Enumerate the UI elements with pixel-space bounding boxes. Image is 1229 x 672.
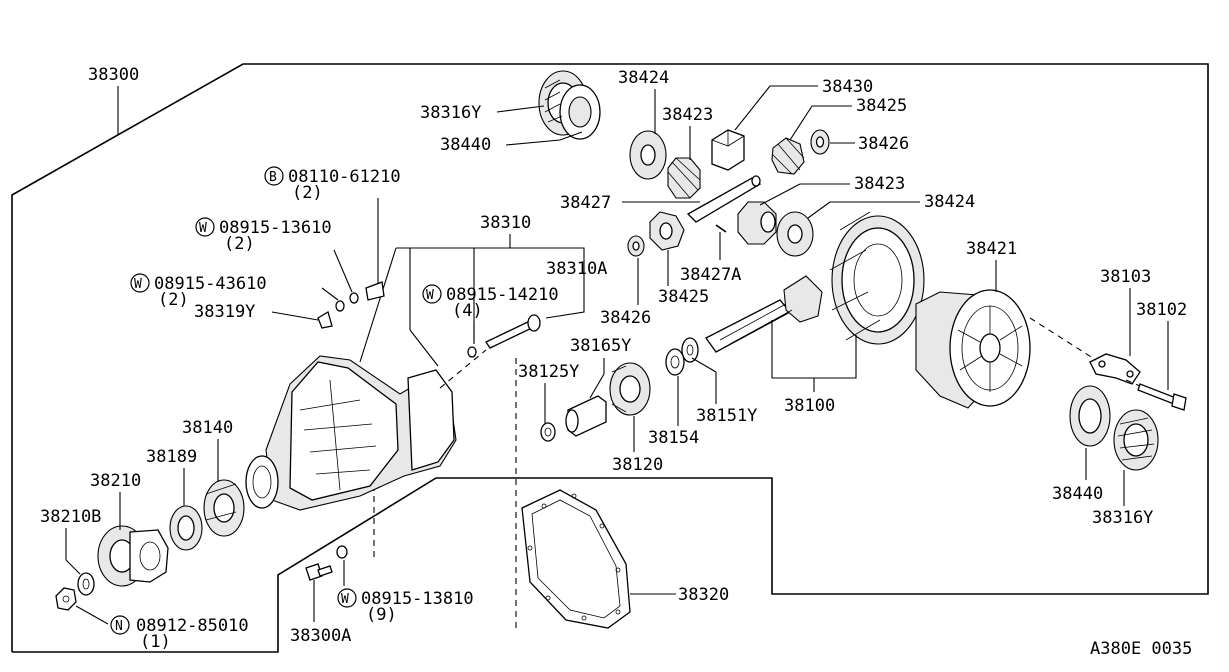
label-38310A: 38310A (546, 259, 607, 279)
callout-b08110: B 08110-61210 (2) (264, 166, 401, 203)
label-38426-right: 38426 (858, 134, 909, 154)
stud-bolt-38310A (485, 314, 541, 349)
label-38210: 38210 (90, 471, 141, 491)
oil-seal-38189 (169, 505, 203, 551)
label-38423-top: 38423 (662, 105, 713, 125)
label-38310-group: 38310 (359, 213, 585, 367)
label-38316Y-right: 38316Y (1092, 508, 1153, 528)
side-gear-38425-top (771, 137, 805, 175)
nut-08912 (55, 587, 77, 611)
label-38425-mid: 38425 (658, 287, 709, 307)
label-38424-top: 38424 (618, 68, 669, 88)
label-38210B: 38210B (40, 507, 101, 527)
label-38316Y-top: 38316Y (420, 103, 481, 123)
label-38440-right: 38440 (1052, 484, 1103, 504)
washer-38151Y (681, 337, 699, 363)
callout-b08110-prefix: B (269, 170, 277, 185)
callout-w08915-14210-prefix: W (426, 288, 434, 303)
callout-w08915-43610-part: 08915-43610 (154, 274, 267, 294)
washer-38125Y (540, 422, 556, 442)
washer-13810 (336, 545, 348, 559)
lock-pin-38427A (715, 224, 727, 233)
thrust-washer-38426-top (810, 129, 830, 155)
thrust-washer-38424-mid (776, 211, 814, 257)
label-38102: 38102 (1136, 300, 1187, 320)
bolt-38102 (1137, 383, 1187, 411)
callout-n08912-qty: (1) (140, 632, 171, 652)
label-38427: 38427 (560, 193, 611, 213)
callout-w08915-14210-qty: (4) (452, 301, 483, 321)
label-38151Y: 38151Y (696, 406, 757, 426)
label-38120: 38120 (612, 455, 663, 475)
spacer-block-38430 (711, 129, 745, 171)
label-38425-top: 38425 (856, 96, 907, 116)
callout-w08915-14210-part: 08915-14210 (446, 285, 559, 305)
label-38430: 38430 (822, 77, 873, 97)
callout-n08912-prefix: N (115, 619, 123, 634)
label-38300A: 38300A (290, 626, 351, 646)
pinion-shaft-38427 (686, 175, 762, 223)
callout-w08915-13610-qty: (2) (224, 234, 255, 254)
label-38440-top: 38440 (440, 135, 491, 155)
callout-n08912-part: 08912-85010 (136, 616, 249, 636)
rear-cover-gasket-38320 (521, 489, 631, 629)
callout-n08912: N 08912-85010 (1) (110, 615, 249, 652)
callout-w08915-43610-prefix: W (134, 277, 142, 292)
gear-carrier-housing (245, 355, 457, 511)
callout-w08915-13810: W 08915-13810 (9) (337, 588, 474, 625)
label-38421: 38421 (966, 239, 1017, 259)
callout-w08915-13610-prefix: W (199, 221, 207, 236)
label-38165Y: 38165Y (570, 336, 631, 356)
side-bearing-right (1069, 385, 1159, 471)
bracket-38103 (1089, 353, 1141, 385)
thrust-washer-38424-top (629, 130, 667, 180)
pinion-mate-gear-38423-mid (737, 201, 777, 245)
label-38140: 38140 (182, 418, 233, 438)
label-38103: 38103 (1100, 267, 1151, 287)
label-38100: 38100 (784, 396, 835, 416)
callout-b08110-qty: (2) (292, 183, 323, 203)
pinion-mate-gear-38423-top (667, 157, 701, 199)
callout-w08915-13610: W 08915-13610 (2) (195, 217, 332, 254)
spacer-38165Y (565, 395, 607, 437)
callout-w08915-43610-qty: (2) (158, 290, 189, 310)
callout-b08110-part: 08110-61210 (288, 167, 401, 187)
label-38154: 38154 (648, 428, 699, 448)
side-bearing-top (538, 70, 601, 140)
thrust-washer-38426-mid (627, 235, 645, 257)
bolt-38300A (305, 563, 333, 581)
side-gear-38425-mid (649, 211, 685, 251)
label-38125Y: 38125Y (518, 362, 579, 382)
ring-gear (829, 211, 925, 345)
callout-w08915-14210: W 08915-14210 (4) (422, 284, 559, 344)
washer-38210B (77, 572, 95, 596)
label-38300-group: 38300 (88, 65, 139, 134)
shim-38154 (665, 348, 685, 376)
diagram-code: A380E 0035 (1090, 639, 1192, 659)
assembly-frame (11, 63, 1209, 653)
parts-38319Y-group (317, 281, 385, 329)
label-38300: 38300 (88, 65, 139, 85)
callout-w08915-43610: W 08915-43610 (2) (130, 273, 267, 310)
companion-flange-38210 (97, 525, 169, 587)
callout-w08915-13610-part: 08915-13610 (219, 218, 332, 238)
label-38310: 38310 (480, 213, 531, 233)
label-38189: 38189 (146, 447, 197, 467)
label-38320: 38320 (678, 585, 729, 605)
callout-w08915-13810-prefix: W (341, 592, 349, 607)
label-38424-mid: 38424 (924, 192, 975, 212)
pinion-bearing-38120 (609, 362, 651, 416)
drive-pinion (705, 275, 823, 353)
differential-case-38421 (915, 289, 1031, 409)
label-38427A: 38427A (680, 265, 741, 285)
label-38426-mid: 38426 (600, 308, 651, 328)
label-38423-mid: 38423 (854, 174, 905, 194)
callout-w08915-13810-qty: (9) (366, 605, 397, 625)
label-38319Y: 38319Y (194, 302, 255, 322)
washer-14210 (467, 346, 477, 358)
pinion-front-bearing-38140 (203, 479, 245, 537)
callout-w08915-13810-part: 08915-13810 (361, 589, 474, 609)
